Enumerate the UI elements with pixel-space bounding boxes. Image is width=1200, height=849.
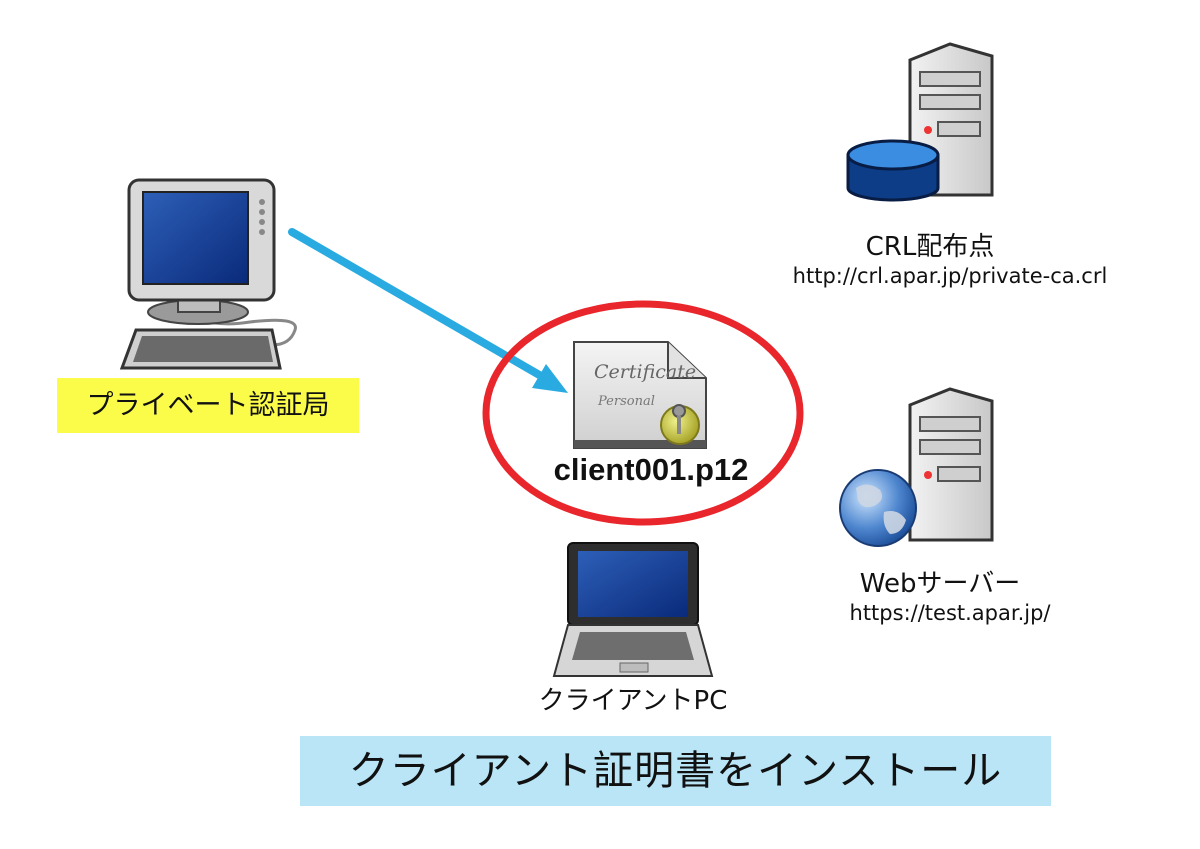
web-server-label: Webサーバー	[859, 569, 1021, 599]
web-server-icon	[839, 387, 994, 547]
arrow-ca-to-certificate	[288, 228, 568, 393]
crl-url: http://crl.apar.jp/private-ca.crl	[792, 264, 1108, 288]
laptop-icon	[552, 542, 714, 677]
desktop-computer-icon	[119, 178, 297, 370]
install-banner: クライアント証明書をインストール	[300, 736, 1051, 806]
certificate-file-icon: Certificate Personal	[573, 341, 707, 449]
crl-label: CRL配布点	[865, 232, 995, 262]
certificate-filename: client001.p12	[553, 452, 749, 487]
web-server-url: https://test.apar.jp/	[849, 601, 1051, 625]
certificate-subtitle-text: Personal	[597, 394, 655, 409]
ca-label: プライベート認証局	[57, 378, 359, 433]
certificate-title-text: Certificate	[594, 361, 696, 383]
highlight-ring	[482, 300, 804, 526]
database-server-icon	[846, 42, 994, 202]
client-pc-label: クライアントPC	[538, 686, 728, 716]
